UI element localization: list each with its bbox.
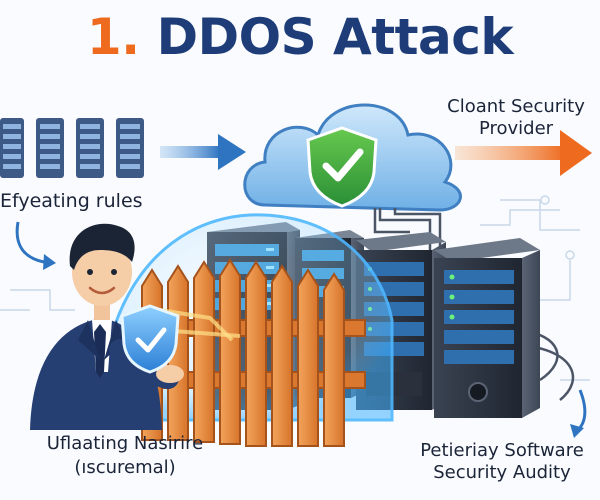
curved-arrow-icon [15, 221, 56, 270]
arrow-right-icon [160, 134, 246, 170]
server-rack-icon [0, 118, 144, 178]
label-bottom-right-line1: Petieriay Software [420, 440, 584, 461]
title-text: DDOS Attack [156, 8, 514, 66]
page-title: 1. DDOS Attack [0, 8, 600, 66]
server-rack-icon [434, 238, 540, 418]
arrow-right-icon [455, 130, 592, 176]
title-number: 1. [86, 8, 140, 66]
label-bottom-right: Petieriay Software Security Audity [404, 440, 600, 484]
label-top-right: Cloant Security Provider [432, 96, 600, 140]
label-top-left: Efyeating rules [0, 190, 143, 212]
label-top-right-line2: Provider [478, 118, 554, 139]
shield-check-icon [306, 126, 378, 208]
shield-check-icon [120, 304, 241, 374]
label-bottom-left-line1: Uflaating Nasirire [46, 433, 204, 454]
label-bottom-left-line2: (ıscuremal) [74, 457, 176, 478]
label-top-left-text: Efyeating rules [0, 190, 143, 212]
label-top-right-line1: Cloant Security [447, 96, 585, 117]
label-bottom-right-line2: Security Audity [433, 462, 571, 483]
label-bottom-left: Uflaating Nasirire (ıscuremal) [0, 432, 250, 480]
curved-arrow-icon [570, 389, 587, 438]
